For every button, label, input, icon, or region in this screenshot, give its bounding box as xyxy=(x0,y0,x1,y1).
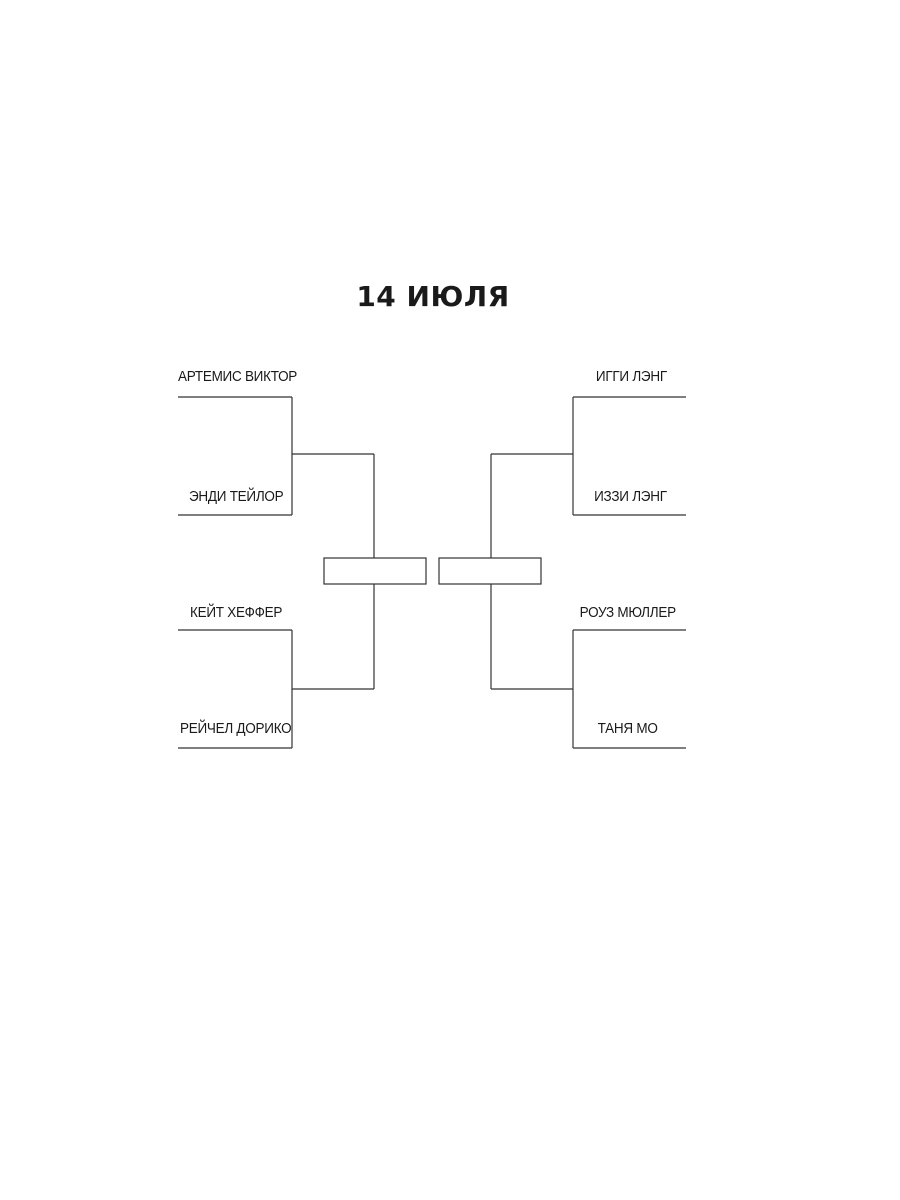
final-right-box xyxy=(438,557,542,585)
right-player-1: ИГГИ ЛЭНГ xyxy=(596,368,667,385)
left-player-1: АРТЕМИС ВИКТОР xyxy=(178,368,298,385)
right-player-3: РОУЗ МЮЛЛЕР xyxy=(579,604,676,621)
left-player-2: ЭНДИ ТЕЙЛОР xyxy=(189,488,284,505)
right-player-2: ИЗЗИ ЛЭНГ xyxy=(594,488,667,505)
left-player-3: КЕЙТ ХЕФФЕР xyxy=(190,604,283,621)
final-left-box xyxy=(323,557,427,585)
right-player-4: ТАНЯ МО xyxy=(598,720,658,737)
bracket-title: 14 ИЮЛЯ xyxy=(356,280,510,313)
left-player-4: РЕЙЧЕЛ ДОРИКО xyxy=(180,720,292,737)
